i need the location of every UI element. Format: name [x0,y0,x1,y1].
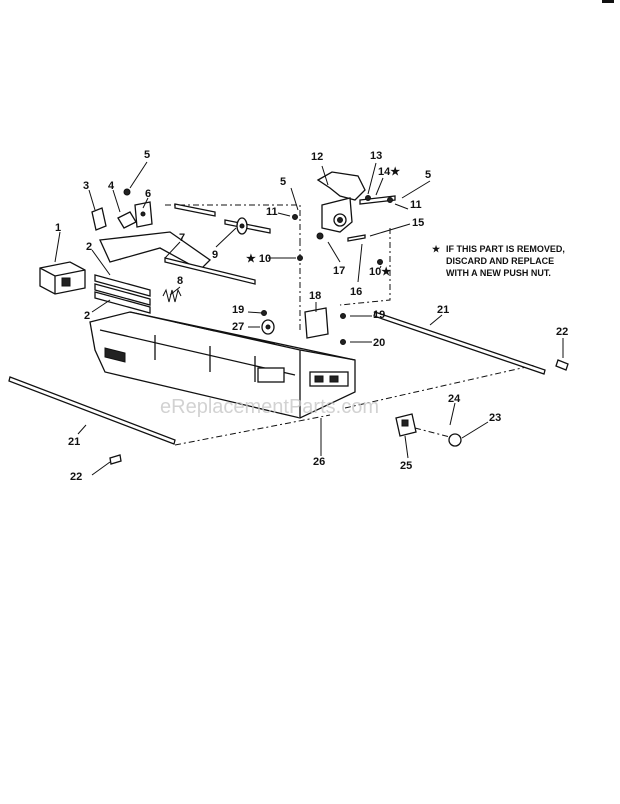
label-part-25: 25 [400,460,412,472]
label-part-16: 16 [350,286,362,298]
note-line-1: IF THIS PART IS REMOVED, [446,244,565,254]
label-part-11-left: 11 [266,206,278,218]
label-part-20: 20 [373,337,385,349]
part-4-bracket [117,188,137,229]
part-21-rods [8,311,546,445]
label-part-5-right: 5 [425,169,431,181]
label-part-10-right: 10★ [369,266,391,278]
part-3-block [91,207,107,231]
label-part-11-right: 11 [410,199,422,211]
note-line-3: WITH A NEW PUSH NUT. [446,268,551,278]
label-part-5-mid: 5 [280,176,286,188]
label-part-13: 13 [370,150,382,162]
label-part-22-left: 22 [70,471,82,483]
watermark: eReplacementParts.com [160,396,379,418]
part-6-plate [134,201,153,228]
part-27-knob [261,319,275,335]
label-part-24: 24 [448,393,461,405]
small-hardware [261,195,393,345]
part-7-arm [99,231,256,285]
page-corner-mark [602,0,614,3]
label-part-9: 9 [212,249,218,261]
label-part-10-left: ★ 10 [246,253,271,265]
note-star-icon: ★ [432,244,441,254]
label-part-15: 15 [412,217,424,229]
label-part-14: 14★ [378,166,400,178]
label-part-2-upper: 2 [86,241,92,253]
label-part-22-right: 22 [556,326,568,338]
label-part-19-left: 19 [232,304,244,316]
note-line-2: DISCARD AND REPLACE [446,256,554,266]
label-part-23: 23 [489,412,501,424]
label-part-18: 18 [309,290,321,302]
part-16-pin [347,234,366,242]
part-12-bracket [316,171,366,233]
label-part-12: 12 [311,151,323,163]
part-15-rod [359,195,396,205]
label-part-1: 1 [55,222,61,234]
label-part-17: 17 [333,265,345,277]
label-part-2-lower: 2 [84,310,90,322]
label-part-8: 8 [177,275,183,287]
part-22-screws [109,359,569,465]
label-part-27: 27 [232,321,244,333]
part-23-knob [448,433,462,447]
label-part-19-right: 19 [373,309,385,321]
part-25-switch [395,413,417,437]
push-nut-note: ★ IF THIS PART IS REMOVED, DISCARD AND R… [432,244,565,278]
label-part-5-left: 5 [144,149,150,161]
label-part-21-left: 21 [68,436,80,448]
part-18-plate [304,307,329,339]
part-8-spring [162,288,182,303]
label-part-6: 6 [145,188,151,200]
part-9-shaft [174,203,271,235]
part-26-rail-housing [89,311,356,419]
label-part-4: 4 [108,180,115,192]
leader-lines [54,161,564,476]
label-part-26: 26 [313,456,325,468]
label-part-3: 3 [83,180,89,192]
label-part-7: 7 [179,232,185,244]
part-2-rails [94,274,151,314]
part-1-box [39,261,86,295]
part-number-labels: 1 2 2 3 4 5 5 5 6 7 8 9 ★ 10 10★ 11 11 1… [55,149,568,483]
label-part-21-right: 21 [437,304,449,316]
